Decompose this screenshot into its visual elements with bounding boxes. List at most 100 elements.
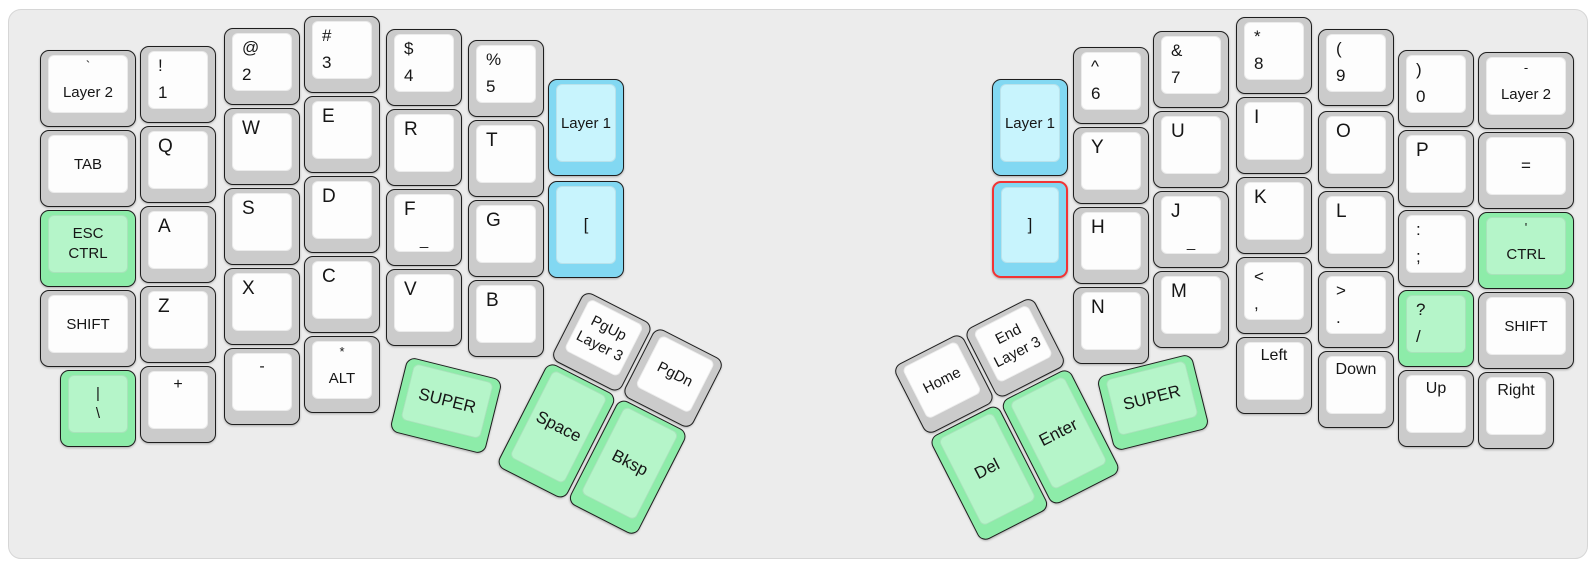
key-u[interactable]: U [1153, 111, 1229, 188]
key-shift-right[interactable]: SHIFT [1478, 292, 1574, 369]
key-k[interactable]: K [1236, 177, 1312, 254]
key-e[interactable]: E [304, 96, 380, 173]
key-arrow-down[interactable]: Down [1318, 351, 1394, 428]
key-shift-left[interactable]: SHIFT [40, 290, 136, 367]
key-label: Right [1497, 382, 1535, 399]
keycap: #3 [312, 21, 372, 79]
key-label: / [1416, 327, 1421, 346]
key-dash-layer2[interactable]: -Layer 2 [1478, 52, 1574, 129]
key-tab[interactable]: TAB [40, 130, 136, 207]
key-quote-ctrl[interactable]: 'CTRL [1478, 212, 1574, 289]
key-greater-period[interactable]: >. [1318, 271, 1394, 348]
key-layer1-left[interactable]: Layer 1 [548, 79, 624, 176]
keycap: V [394, 274, 454, 332]
key-backtick-layer2[interactable]: `Layer 2 [40, 50, 136, 127]
key-dollar-4[interactable]: $4 [386, 29, 462, 106]
key-percent-5[interactable]: %5 [468, 40, 544, 117]
key-label: 0 [1416, 87, 1426, 106]
key-b[interactable]: B [468, 280, 544, 357]
key-c[interactable]: C [304, 256, 380, 333]
keycap: X [232, 273, 292, 331]
key-g[interactable]: G [468, 200, 544, 277]
key-minus[interactable]: - [224, 348, 300, 425]
key-x[interactable]: X [224, 268, 300, 345]
key-less-comma[interactable]: <, [1236, 257, 1312, 334]
key-colon-semicolon[interactable]: :; [1398, 210, 1474, 287]
key-label: 8 [1254, 54, 1264, 73]
key-label: 4 [404, 66, 414, 85]
key-z[interactable]: Z [140, 286, 216, 363]
keycap: &7 [1161, 36, 1221, 94]
key-w[interactable]: W [224, 108, 300, 185]
key-label: A [158, 216, 171, 237]
key-f[interactable]: F_ [386, 189, 462, 266]
key-n[interactable]: N [1073, 287, 1149, 364]
key-arrow-left[interactable]: Left [1236, 337, 1312, 414]
key-v[interactable]: V [386, 269, 462, 346]
key-question-slash[interactable]: ?/ [1398, 290, 1474, 367]
key-arrow-right[interactable]: Right [1478, 372, 1554, 449]
key-label: \ [95, 405, 101, 422]
key-label: . [1336, 308, 1341, 327]
keycap: )0 [1406, 55, 1466, 113]
key-q[interactable]: Q [140, 126, 216, 203]
key-label: < [1254, 267, 1264, 286]
key-at-2[interactable]: @2 [224, 28, 300, 105]
key-label: ` [85, 58, 91, 73]
key-label: Enter [1035, 414, 1081, 451]
key-m[interactable]: M [1153, 271, 1229, 348]
key-star-alt[interactable]: *ALT [304, 336, 380, 413]
keycap: Layer 1 [556, 84, 616, 162]
keycap: H [1081, 212, 1141, 270]
key-right-bracket[interactable]: ] [992, 181, 1068, 278]
keycap: ] [1001, 187, 1059, 263]
key-label: CTRL [1506, 246, 1546, 264]
key-asterisk-8[interactable]: *8 [1236, 17, 1312, 94]
keycap: G [476, 205, 536, 263]
key-caret-6[interactable]: ^6 [1073, 47, 1149, 124]
key-label: Up [1425, 380, 1447, 397]
key-label: CTRL [68, 245, 108, 262]
key-left-bracket[interactable]: [ [548, 181, 624, 278]
key-pipe-backslash[interactable]: |\ [60, 370, 136, 447]
key-label: Bksp [608, 445, 652, 480]
key-p[interactable]: P [1398, 130, 1474, 207]
key-amp-7[interactable]: &7 [1153, 31, 1229, 108]
key-plus[interactable]: + [140, 366, 216, 443]
key-label: Left [1260, 347, 1288, 364]
keycap: T [476, 125, 536, 183]
key-label: J [1171, 201, 1181, 222]
key-hash-3[interactable]: #3 [304, 16, 380, 93]
key-label: X [242, 278, 255, 299]
key-equals[interactable]: = [1478, 132, 1574, 209]
key-lparen-9[interactable]: (9 [1318, 29, 1394, 106]
key-t[interactable]: T [468, 120, 544, 197]
key-label: PgDn [654, 357, 696, 391]
key-a[interactable]: A [140, 206, 216, 283]
key-label: V [404, 279, 417, 300]
keycap: - [232, 353, 292, 411]
key-label: C [322, 266, 336, 287]
key-exclam-1[interactable]: !1 [140, 46, 216, 123]
key-rparen-0[interactable]: )0 [1398, 50, 1474, 127]
keycap: S [232, 193, 292, 251]
key-label: ? [1416, 300, 1426, 319]
keycap: >. [1326, 276, 1386, 334]
key-i[interactable]: I [1236, 97, 1312, 174]
key-h[interactable]: H [1073, 207, 1149, 284]
key-d[interactable]: D [304, 176, 380, 253]
key-y[interactable]: Y [1073, 127, 1149, 204]
key-o[interactable]: O [1318, 111, 1394, 188]
key-r[interactable]: R [386, 109, 462, 186]
keycap: U [1161, 116, 1221, 174]
key-j[interactable]: J_ [1153, 191, 1229, 268]
key-arrow-up[interactable]: Up [1398, 370, 1474, 447]
key-layer1-right[interactable]: Layer 1 [992, 79, 1068, 176]
keycap: C [312, 261, 372, 319]
keycap: P [1406, 135, 1466, 193]
key-l[interactable]: L [1318, 191, 1394, 268]
key-s[interactable]: S [224, 188, 300, 265]
key-label: I [1254, 107, 1260, 128]
keycap: TAB [48, 135, 128, 193]
